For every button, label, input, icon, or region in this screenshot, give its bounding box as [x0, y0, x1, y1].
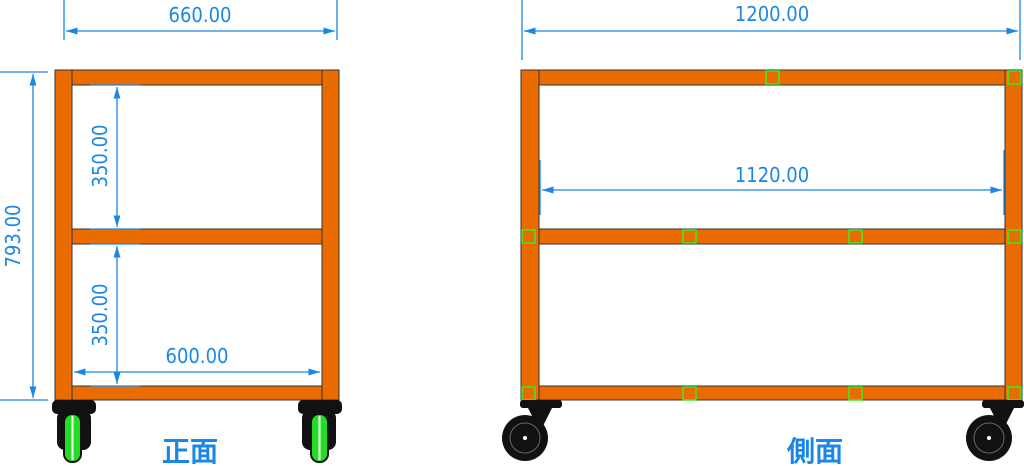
dim-side-inner-length: 1120.00 — [539, 150, 1005, 215]
dim-side-length: 1200.00 — [521, 0, 1021, 60]
front-view-label: 正面 — [162, 435, 218, 466]
side-frame — [520, 69, 1023, 401]
front-height-label: 793.00 — [1, 205, 25, 268]
dim-inner-width: 600.00 — [74, 344, 320, 376]
upper-gap-label: 350.00 — [88, 125, 112, 188]
dim-lower-gap: 350.00 — [88, 243, 140, 387]
front-caster-left — [52, 400, 96, 463]
lower-gap-label: 350.00 — [88, 284, 112, 347]
front-caster-right — [298, 400, 342, 463]
front-width-label: 660.00 — [169, 3, 232, 27]
side-view: 1200.00 1120.00 側面 — [502, 0, 1024, 466]
dim-upper-gap: 350.00 — [88, 84, 140, 230]
side-caster-left — [502, 400, 562, 461]
inner-width-label: 600.00 — [166, 344, 229, 368]
joint-markers — [521, 70, 1022, 401]
side-caster-right — [966, 400, 1024, 461]
dim-front-width: 660.00 — [63, 0, 338, 40]
side-inner-length-label: 1120.00 — [735, 163, 809, 187]
side-view-label: 側面 — [786, 435, 843, 466]
side-length-label: 1200.00 — [735, 2, 809, 26]
front-view: 660.00 793.00 350.00 350.00 600.00 正面 — [0, 0, 342, 466]
front-frame — [54, 69, 340, 401]
dim-front-height: 793.00 — [0, 71, 48, 401]
